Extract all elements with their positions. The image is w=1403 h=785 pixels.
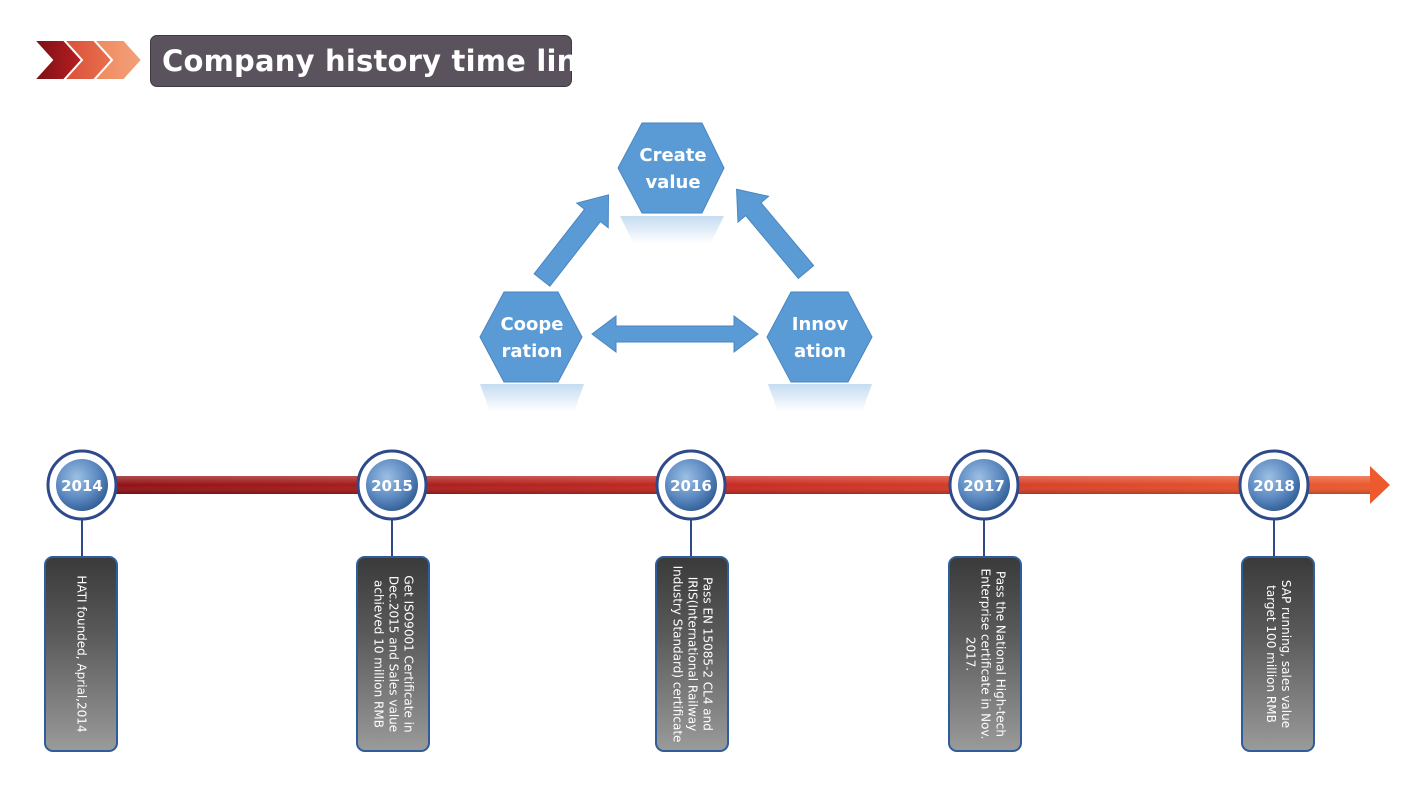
- chevrons-decoration: [34, 39, 144, 81]
- note-text-2016: Pass EN 15085-2 CL4 and IRIS(Internation…: [670, 565, 715, 743]
- note-card-2014: HATI founded, Aprial,2014: [44, 556, 118, 752]
- hexagon-label-create-value: Create value: [618, 142, 728, 196]
- note-text-2017: Pass the National High-tech Enterprise c…: [963, 568, 1008, 740]
- year-label-2015: 2015: [371, 477, 413, 495]
- chevron-3-icon: [91, 39, 144, 81]
- arrow-up-right-icon: [533, 194, 609, 287]
- note-card-2018: SAP running, sales value target 100 mill…: [1241, 556, 1315, 752]
- note-card-2017: Pass the National High-tech Enterprise c…: [948, 556, 1022, 752]
- note-card-2015: Get ISO9001 Certificate in Dec.2015 and …: [356, 556, 430, 752]
- timeline-arrow: [82, 466, 1390, 504]
- hexagon-label-cooperation: Coope ration: [477, 311, 587, 365]
- year-marker-2014: [46, 449, 118, 521]
- note-text-2014: HATI founded, Aprial,2014: [74, 575, 89, 733]
- cooperation-text: Coope ration: [500, 314, 564, 362]
- hexagon-create-value: [617, 122, 725, 214]
- year-marker-2015: [356, 449, 428, 521]
- year-label-2016: 2016: [670, 477, 712, 495]
- year-label-2017: 2017: [963, 477, 1005, 495]
- year-label-2014: 2014: [61, 477, 103, 495]
- double-arrow-icon: [591, 315, 759, 353]
- hexagon-cooperation: [479, 291, 583, 383]
- year-marker-2018: [1238, 449, 1310, 521]
- hexagon-top-reflection: [620, 216, 724, 244]
- hexagon-innovation: [766, 291, 873, 383]
- create-value-text: Create value: [639, 145, 707, 193]
- note-text-2018: SAP running, sales value target 100 mill…: [1264, 579, 1293, 729]
- note-card-2016: Pass EN 15085-2 CL4 and IRIS(Internation…: [655, 556, 729, 752]
- hexagon-left-reflection: [480, 384, 584, 412]
- hexagon-right-reflection: [768, 384, 872, 412]
- arrow-up-left-icon: [736, 188, 815, 280]
- year-marker-2017: [948, 449, 1020, 521]
- note-text-2015: Get ISO9001 Certificate in Dec.2015 and …: [371, 575, 416, 733]
- innovation-text: Innov ation: [791, 314, 849, 362]
- year-label-2018: 2018: [1253, 477, 1295, 495]
- page-title: Company history time lines: [150, 35, 615, 87]
- year-marker-2016: [655, 449, 727, 521]
- hexagon-label-innovation: Innov ation: [765, 311, 875, 365]
